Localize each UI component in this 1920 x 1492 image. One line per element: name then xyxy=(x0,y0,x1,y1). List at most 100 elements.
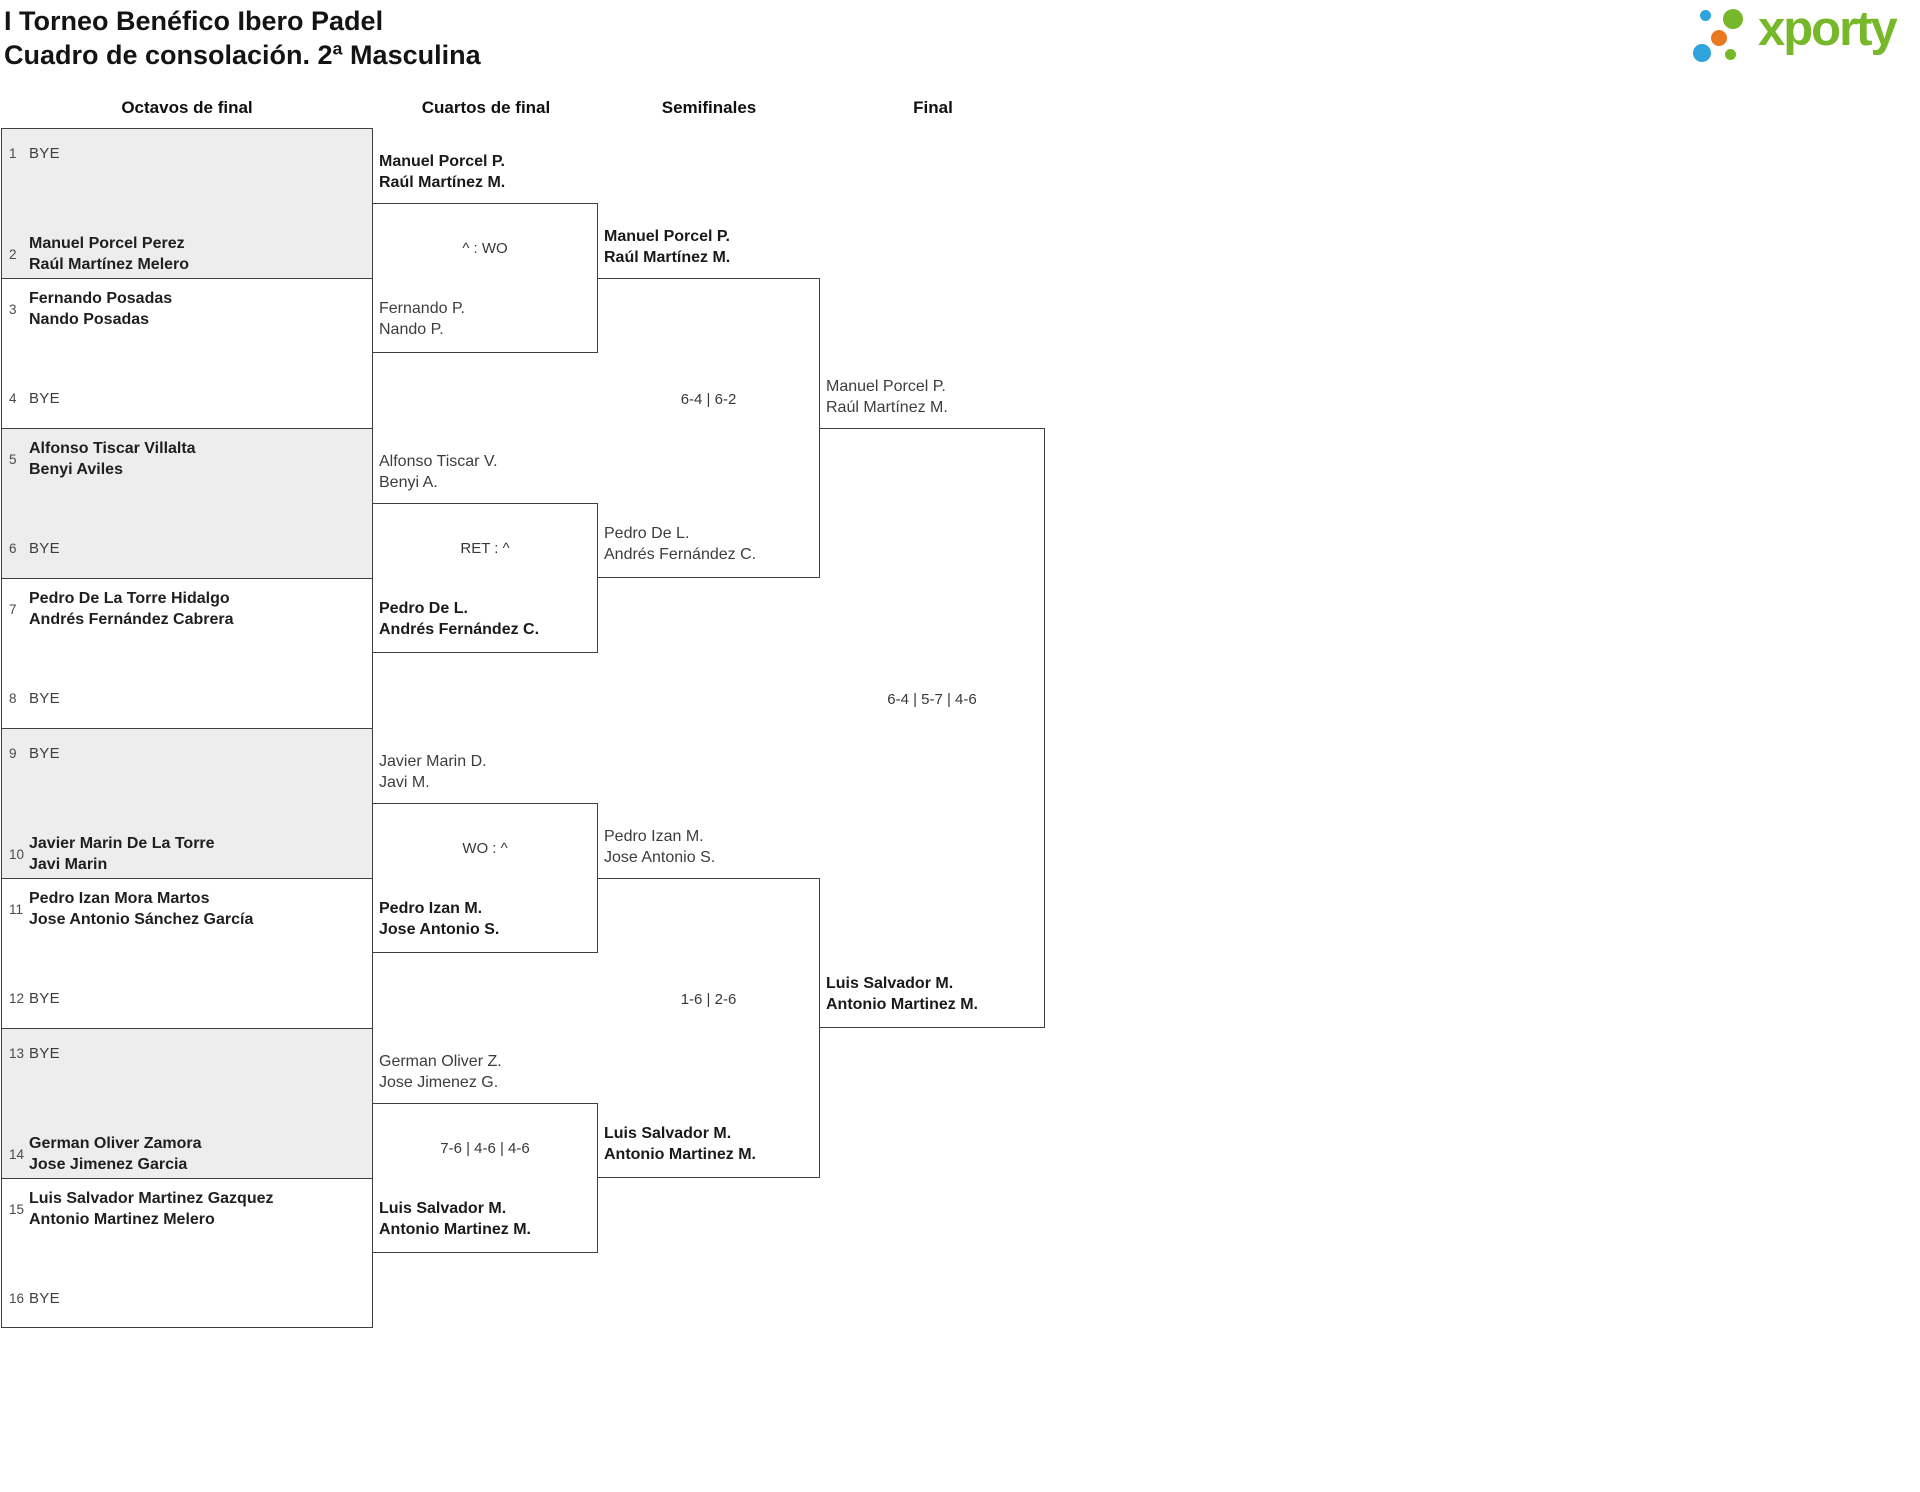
player-name: Manuel Porcel Perez xyxy=(29,235,185,252)
of-match-box-7: 13 BYE 14 German Oliver Zamora Jose Jime… xyxy=(1,1028,373,1178)
player-name: Benyi Aviles xyxy=(29,461,123,478)
seed-slot-4: 4 BYE xyxy=(2,390,368,407)
match-team-top: Pedro Izan M. Jose Antonio S. xyxy=(604,828,716,866)
player-name: Pedro De La Torre Hidalgo xyxy=(29,590,230,607)
logo-dot-green-large xyxy=(1723,9,1743,29)
seed-slot-6: 6 BYE xyxy=(2,540,368,557)
bye-label: BYE xyxy=(29,1045,60,1062)
player-name: Fernando Posadas xyxy=(29,290,173,307)
seed-number: 6 xyxy=(9,541,17,556)
match-team-top: Javier Marin D. Javi M. xyxy=(379,753,487,791)
seed-number: 10 xyxy=(9,846,25,862)
match-box-sf-2[interactable]: Pedro Izan M. Jose Antonio S. 1-6 | 2-6 … xyxy=(598,828,820,1178)
player-name: Andrés Fernández Cabrera xyxy=(29,611,234,628)
match-score: 1-6 | 2-6 xyxy=(680,991,737,1008)
match-team-bottom: Luis Salvador M. Antonio Martinez M. xyxy=(379,1200,531,1238)
match-box-sf-1[interactable]: Manuel Porcel P. Raúl Martínez M. 6-4 | … xyxy=(598,228,820,578)
player-name: Javier Marin De La Torre xyxy=(29,835,215,852)
player-name: Jose Antonio Sánchez García xyxy=(29,911,254,928)
match-score: WO : ^ xyxy=(462,840,508,857)
bye-label: BYE xyxy=(29,145,60,162)
of-match-box-4: 7 Pedro De La Torre Hidalgo Andrés Ferná… xyxy=(1,578,373,728)
bye-label: BYE xyxy=(29,1290,60,1307)
of-match-box-8: 15 Luis Salvador Martinez Gazquez Antoni… xyxy=(1,1178,373,1328)
round-header-semifinales: Semifinales xyxy=(661,98,757,117)
round-header-cuartos: Cuartos de final xyxy=(421,98,551,117)
match-team-top: Alfonso Tiscar V. Benyi A. xyxy=(379,453,498,491)
match-box-final[interactable]: Manuel Porcel P. Raúl Martínez M. 6-4 | … xyxy=(820,378,1045,1028)
match-box-qf-2[interactable]: Alfonso Tiscar V. Benyi A. RET : ^ Pedro… xyxy=(373,453,598,653)
seed-number: 8 xyxy=(9,691,17,706)
bye-label: BYE xyxy=(29,390,60,407)
seed-slot-10: 10 Javier Marin De La Torre Javi Marin xyxy=(2,833,368,875)
tournament-name: I Torneo Benéfico Ibero Padel xyxy=(4,6,384,36)
logo-dot-orange xyxy=(1711,30,1727,46)
seed-slot-5: 5 Alfonso Tiscar Villalta Benyi Aviles xyxy=(2,438,368,480)
round-header-final: Final xyxy=(913,98,953,117)
match-score: RET : ^ xyxy=(460,540,510,557)
match-team-bottom: Pedro Izan M. Jose Antonio S. xyxy=(379,900,500,938)
player-name: Alfonso Tiscar Villalta xyxy=(29,440,196,457)
match-box-qf-3[interactable]: Javier Marin D. Javi M. WO : ^ Pedro Iza… xyxy=(373,753,598,953)
seed-slot-3: 3 Fernando Posadas Nando Posadas xyxy=(2,288,368,330)
seed-number: 16 xyxy=(9,1291,25,1306)
logo-dot-blue-small xyxy=(1700,10,1711,21)
xporty-logo[interactable]: xporty xyxy=(1690,2,1915,74)
logo-wordmark: xporty xyxy=(1758,2,1898,56)
bye-label: BYE xyxy=(29,540,60,557)
player-name: Luis Salvador Martinez Gazquez xyxy=(29,1190,274,1207)
seed-number: 1 xyxy=(9,146,17,161)
seed-slot-14: 14 German Oliver Zamora Jose Jimenez Gar… xyxy=(2,1133,368,1175)
match-team-top: Manuel Porcel P. Raúl Martínez M. xyxy=(604,228,731,266)
bye-label: BYE xyxy=(29,990,60,1007)
seed-slot-8: 8 BYE xyxy=(2,690,368,707)
player-name: Nando Posadas xyxy=(29,311,150,328)
seed-number: 4 xyxy=(9,391,17,406)
seed-slot-12: 12 BYE xyxy=(2,990,368,1007)
player-name: German Oliver Zamora xyxy=(29,1135,202,1152)
seed-slot-13: 13 BYE xyxy=(2,1045,368,1062)
match-score: 6-4 | 5-7 | 4-6 xyxy=(887,691,977,708)
of-match-box-3: 5 Alfonso Tiscar Villalta Benyi Aviles 6… xyxy=(1,428,373,578)
match-score: 6-4 | 6-2 xyxy=(680,391,737,408)
seed-number: 11 xyxy=(9,901,24,917)
logo-dot-blue-large xyxy=(1693,44,1711,62)
of-match-box-6: 11 Pedro Izan Mora Martos Jose Antonio S… xyxy=(1,878,373,1028)
bye-label: BYE xyxy=(29,690,60,707)
seed-number: 9 xyxy=(9,746,17,761)
match-box-qf-4[interactable]: German Oliver Z. Jose Jimenez G. 7-6 | 4… xyxy=(373,1053,598,1253)
seed-slot-9: 9 BYE xyxy=(2,745,368,762)
seed-slot-15: 15 Luis Salvador Martinez Gazquez Antoni… xyxy=(2,1188,368,1230)
seed-number: 3 xyxy=(9,301,17,317)
bracket-name: Cuadro de consolación. 2ª Masculina xyxy=(4,40,481,70)
seed-number: 14 xyxy=(9,1146,25,1162)
player-name: Antonio Martinez Melero xyxy=(29,1211,215,1228)
match-team-bottom: Fernando P. Nando P. xyxy=(379,300,465,338)
match-team-bottom: Pedro De L. Andrés Fernández C. xyxy=(604,525,757,563)
seed-slot-2: 2 Manuel Porcel Perez Raúl Martínez Mele… xyxy=(2,233,368,275)
match-team-top: Manuel Porcel P. Raúl Martínez M. xyxy=(379,153,506,191)
match-team-bottom: Luis Salvador M. Antonio Martinez M. xyxy=(826,975,978,1013)
seed-number: 7 xyxy=(9,601,17,617)
page-title: I Torneo Benéfico Ibero Padel Cuadro de … xyxy=(4,4,481,72)
match-team-bottom: Pedro De L. Andrés Fernández C. xyxy=(379,600,540,638)
player-name: Jose Jimenez Garcia xyxy=(29,1156,188,1173)
of-match-box-1: 1 BYE 2 Manuel Porcel Perez Raúl Martíne… xyxy=(1,128,373,278)
seed-slot-11: 11 Pedro Izan Mora Martos Jose Antonio S… xyxy=(2,888,368,930)
player-name: Raúl Martínez Melero xyxy=(29,256,190,273)
seed-number: 5 xyxy=(9,451,17,467)
seed-slot-1: 1 BYE xyxy=(2,145,368,162)
match-team-bottom: Luis Salvador M. Antonio Martinez M. xyxy=(604,1125,756,1163)
logo-dot-green-small xyxy=(1725,49,1736,60)
player-name: Pedro Izan Mora Martos xyxy=(29,890,210,907)
player-name: Javi Marin xyxy=(29,856,108,873)
match-box-qf-1[interactable]: Manuel Porcel P. Raúl Martínez M. ^ : WO… xyxy=(373,153,598,353)
match-team-top: German Oliver Z. Jose Jimenez G. xyxy=(379,1053,502,1091)
seed-slot-7: 7 Pedro De La Torre Hidalgo Andrés Ferná… xyxy=(2,588,368,630)
match-score: ^ : WO xyxy=(462,240,508,257)
seed-number: 12 xyxy=(9,991,25,1006)
seed-slot-16: 16 BYE xyxy=(2,1290,368,1307)
of-match-box-5: 9 BYE 10 Javier Marin De La Torre Javi M… xyxy=(1,728,373,878)
seed-number: 15 xyxy=(9,1201,25,1217)
seed-number: 2 xyxy=(9,246,17,262)
